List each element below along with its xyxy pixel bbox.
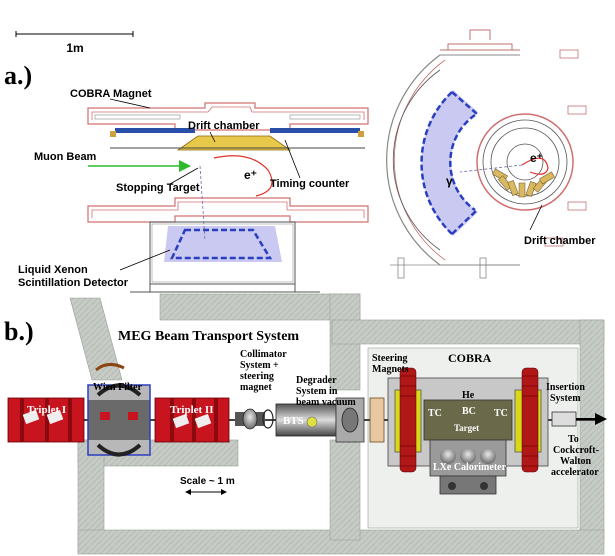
cobra-magnet	[387, 367, 549, 495]
label-cw-2: Cockcroft-	[553, 445, 599, 456]
label-degrader-1: Degrader	[296, 375, 337, 386]
label-wien-filter: Wien Filter	[93, 382, 143, 393]
label-gamma: γ	[446, 174, 453, 188]
insertion-system-shape	[551, 411, 577, 427]
label-collimator-1: Collimator	[240, 349, 287, 360]
label-degrader-3: beam vacuum	[296, 397, 356, 408]
label-muon-beam: Muon Beam	[34, 151, 97, 163]
drift-chamber-shape	[176, 135, 292, 151]
wien-filter	[87, 363, 151, 457]
label-cw-4: accelerator	[551, 467, 599, 478]
label-steering-2: Magnets	[372, 364, 409, 375]
label-lxe-line2: Scintillation Detector	[18, 277, 129, 289]
label-drift-chamber: Drift chamber	[188, 120, 260, 132]
label-he: He	[462, 390, 475, 401]
label-target: Target	[454, 423, 479, 433]
label-degrader-2: System in	[296, 386, 338, 397]
label-collimator-3: steering	[240, 371, 274, 382]
lxe-side-shape	[164, 226, 282, 262]
label-bts: BTS	[283, 415, 304, 427]
label-cw-1: To	[568, 434, 579, 445]
label-collimator-2: System +	[240, 360, 279, 371]
label-stopping-target: Stopping Target	[116, 182, 200, 194]
label-cobra-magnet: COBRA Magnet	[70, 88, 152, 100]
panel-a-label: a.)	[4, 61, 32, 90]
panel-b-label: b.)	[4, 317, 34, 346]
scale-bar-label: 1m	[66, 41, 83, 55]
label-cobra: COBRA	[448, 351, 492, 365]
triplet-2-magnet	[154, 397, 230, 443]
beamline: Triplet I Wien Filter Triplet II	[7, 351, 607, 495]
collimator	[235, 408, 274, 430]
triplet-1-magnet	[7, 397, 85, 443]
label-timing-counter: Timing counter	[270, 178, 350, 190]
scale-bar: 1m	[15, 31, 134, 55]
label-insertion-1: Insertion	[546, 382, 585, 393]
end-view-detector	[386, 29, 587, 279]
label-triplet-1: Triplet I	[27, 404, 66, 416]
label-right-drift-chamber: Drift chamber	[524, 235, 596, 247]
bts-magnet	[275, 397, 365, 443]
label-lxe-calorimeter: LXe Calorimeter	[433, 462, 507, 473]
label-tc-left: TC	[428, 408, 442, 419]
steering-magnets-shape	[369, 397, 385, 443]
label-collimator-4: magnet	[240, 382, 272, 393]
label-cw-3: Walton	[560, 456, 592, 467]
beam-transport-title: MEG Beam Transport System	[118, 329, 299, 344]
side-view-detector	[87, 102, 369, 293]
label-steering-1: Steering	[372, 353, 408, 364]
label-lxe-line1: Liquid Xenon	[18, 264, 88, 276]
label-tc-right: TC	[494, 408, 508, 419]
label-triplet-2: Triplet II	[170, 404, 214, 416]
label-bc: BC	[462, 406, 476, 417]
label-scale: Scale ~ 1 m	[180, 476, 235, 487]
label-positron: e⁺	[244, 168, 257, 182]
label-insertion-2: System	[550, 393, 581, 404]
label-right-positron: e⁺	[530, 151, 543, 165]
